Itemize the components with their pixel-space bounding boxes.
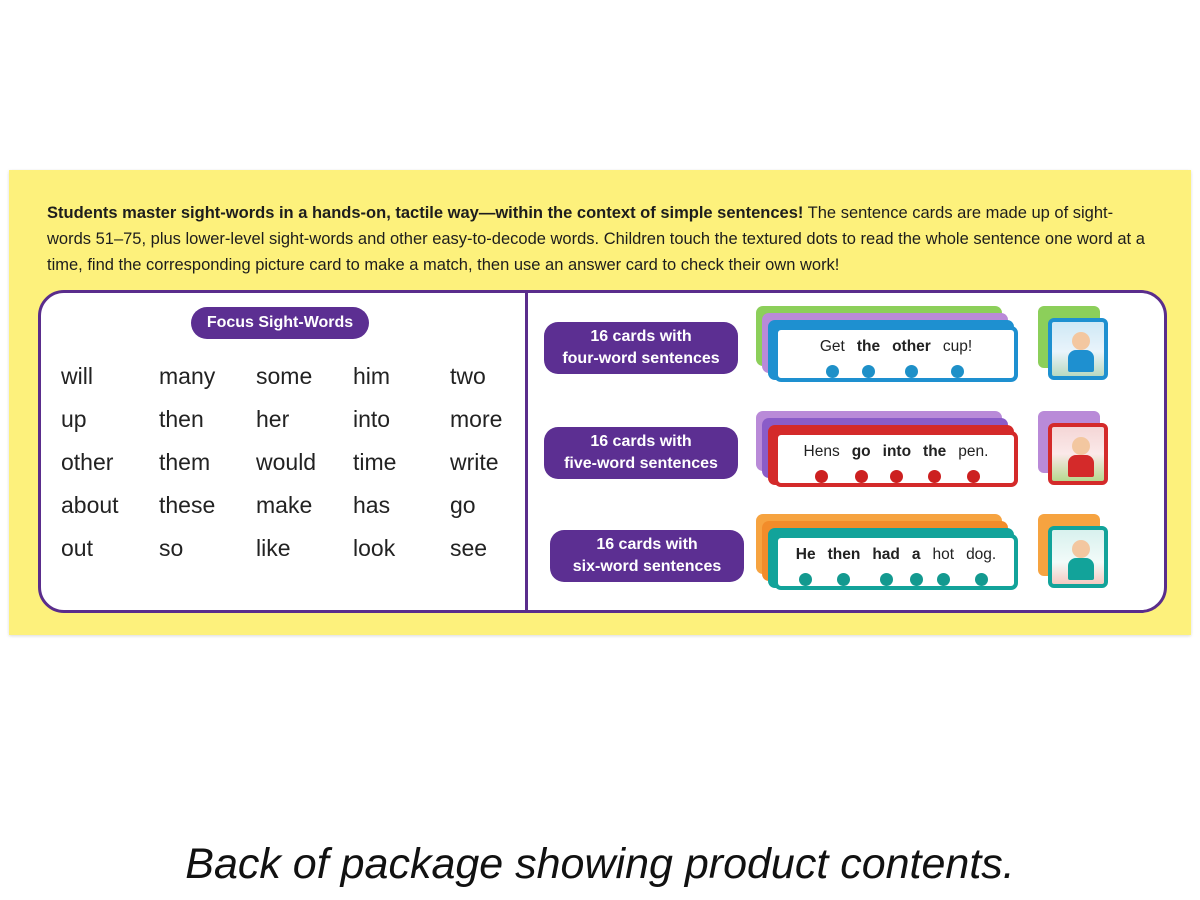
- card-set-label: 16 cards with four-word sentences: [544, 322, 738, 374]
- sight-word: will: [61, 363, 93, 389]
- sentence-word: a: [911, 546, 921, 563]
- textured-dot: [966, 470, 980, 483]
- divider: [525, 293, 528, 610]
- intro-rest: The sentence cards are made up of sight-…: [47, 204, 1145, 274]
- child-body: [1068, 350, 1094, 372]
- child-figure: [1072, 540, 1090, 558]
- textured-dot: [928, 470, 942, 483]
- picture-card-illustration: [1048, 318, 1108, 380]
- sight-word: her: [256, 406, 290, 432]
- focus-sight-words-label: Focus Sight-Words: [191, 307, 369, 339]
- picture-card-illustration: [1048, 423, 1108, 485]
- sentence-word: dog.: [966, 546, 997, 563]
- intro-paragraph: Students master sight-words in a hands-o…: [47, 200, 1157, 278]
- sight-word: into: [353, 406, 391, 432]
- sight-word: these: [159, 492, 216, 518]
- contents-box: Focus Sight-Words will many some him two up th…: [38, 290, 1167, 613]
- textured-dots: [778, 573, 1014, 587]
- sentence-word: Get: [819, 338, 845, 355]
- textured-dots: [778, 365, 1014, 379]
- sentence-word: then: [827, 546, 861, 563]
- child-figure: [1072, 332, 1090, 350]
- child-body: [1068, 455, 1094, 477]
- sight-word: other: [61, 449, 114, 475]
- sight-word: like: [256, 535, 291, 561]
- sentence-word: the: [856, 338, 881, 355]
- sight-word: then: [159, 406, 204, 432]
- sight-word: see: [450, 535, 488, 561]
- card-set-label: 16 cards with five-word sentences: [544, 427, 738, 479]
- sight-word: would: [256, 449, 317, 475]
- card-set-type: five-word sentences: [564, 455, 718, 472]
- textured-dot: [854, 470, 868, 483]
- sight-word: so: [159, 535, 184, 561]
- textured-dot: [837, 573, 851, 586]
- sight-word: go: [450, 492, 476, 518]
- textured-dot: [879, 573, 893, 586]
- picture-card-stack: [1038, 306, 1108, 386]
- card-set-type: six-word sentences: [572, 558, 722, 575]
- textured-dot: [825, 365, 839, 378]
- textured-dot: [799, 573, 813, 586]
- sight-word: more: [450, 406, 503, 432]
- child-body: [1068, 558, 1094, 580]
- package-back-panel: Students master sight-words in a hands-o…: [9, 170, 1191, 635]
- textured-dot: [936, 573, 950, 586]
- picture-card-illustration: [1048, 526, 1108, 588]
- sight-word: them: [159, 449, 211, 475]
- textured-dot: [909, 573, 923, 586]
- textured-dot: [890, 470, 904, 483]
- sight-word: many: [159, 363, 216, 389]
- sentence-word: hot: [932, 546, 955, 563]
- sentence-word: into: [882, 443, 912, 460]
- picture-card-stack: [1038, 411, 1108, 491]
- sight-word: look: [353, 535, 396, 561]
- sight-word: has: [353, 492, 391, 518]
- sentence-word: cup!: [942, 338, 973, 355]
- sentence-word: the: [923, 443, 947, 460]
- sight-word: out: [61, 535, 93, 561]
- sentence-word: Hens: [803, 443, 840, 460]
- sight-word: him: [353, 363, 391, 389]
- sentence-word: He: [795, 546, 816, 563]
- sentence-word: had: [872, 546, 900, 563]
- card-set-label: 16 cards with six-word sentences: [550, 530, 744, 582]
- textured-dot: [904, 365, 918, 378]
- caption: Back of package showing product contents…: [185, 840, 1015, 888]
- sight-word: some: [256, 363, 313, 389]
- sight-word: make: [256, 492, 313, 518]
- sentence-word: pen.: [958, 443, 989, 460]
- sight-word: time: [353, 449, 397, 475]
- card-set-type: four-word sentences: [562, 350, 720, 367]
- sentence-word: other: [892, 338, 931, 355]
- sight-word: up: [61, 406, 87, 432]
- sight-word: write: [450, 449, 499, 475]
- textured-dot: [974, 573, 988, 586]
- sentence-word: go: [851, 443, 871, 460]
- picture-card-stack: [1038, 514, 1108, 594]
- textured-dot: [815, 470, 829, 483]
- textured-dots: [778, 470, 1014, 484]
- sight-word: about: [61, 492, 119, 518]
- child-figure: [1072, 437, 1090, 455]
- card-set-count: 16 cards with: [596, 536, 698, 553]
- intro-bold: Students master sight-words in a hands-o…: [47, 204, 804, 222]
- card-set-count: 16 cards with: [590, 433, 692, 450]
- textured-dot: [950, 365, 964, 378]
- textured-dot: [861, 365, 875, 378]
- card-set-count: 16 cards with: [590, 328, 692, 345]
- sight-word: two: [450, 363, 486, 389]
